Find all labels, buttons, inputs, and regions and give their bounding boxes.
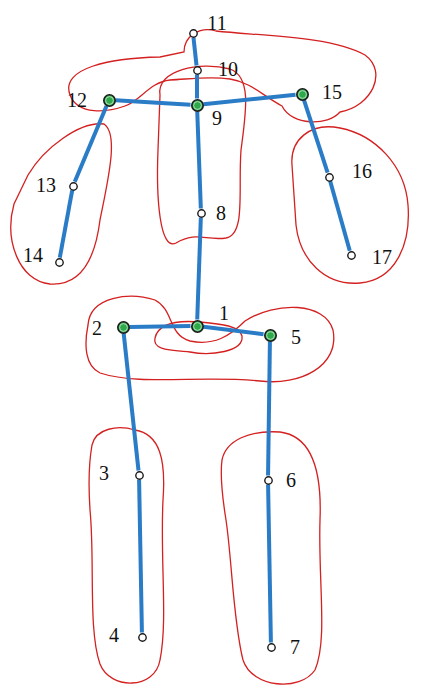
joint-marker	[267, 643, 276, 652]
key-joint: 12	[103, 94, 116, 107]
right-arm-region	[292, 127, 408, 283]
joint-marker	[197, 209, 206, 218]
joint-number: 17	[372, 247, 392, 267]
joint-marker	[189, 29, 198, 38]
bone-segment	[75, 106, 107, 182]
key-joint: 2	[117, 321, 130, 334]
bone-segment	[129, 324, 190, 329]
joint-marker	[264, 476, 273, 485]
key-joint: 5	[264, 329, 277, 342]
joint: 6	[264, 476, 273, 485]
joint-number: 16	[352, 161, 372, 181]
joint-marker	[191, 99, 204, 112]
head-shoulder-region	[69, 30, 376, 122]
joint-marker	[117, 321, 130, 334]
bone-segment	[60, 190, 72, 257]
joint: 8	[197, 209, 206, 218]
joint-marker	[347, 251, 356, 260]
joint-marker	[135, 471, 144, 480]
bone-segment	[304, 100, 328, 173]
joint: 4	[138, 633, 147, 642]
joint-marker	[69, 182, 78, 191]
joint-number: 11	[207, 13, 226, 33]
joint-number: 15	[322, 82, 342, 102]
joint-number: 7	[290, 637, 300, 657]
joint-marker	[193, 66, 202, 75]
key-joint: 9	[191, 99, 204, 112]
bone-segment	[197, 217, 201, 319]
joint: 13	[69, 182, 78, 191]
left-leg-region	[89, 428, 164, 683]
bone-segment	[193, 37, 196, 65]
joint: 14	[55, 258, 64, 267]
bone-segment	[195, 75, 199, 99]
joint: 3	[135, 471, 144, 480]
joint-marker	[325, 173, 334, 182]
joint-marker	[103, 94, 116, 107]
joint-marker	[264, 329, 277, 342]
key-joint: 15	[296, 88, 309, 101]
bone-segment	[330, 181, 350, 250]
joint-marker	[296, 88, 309, 101]
joint: 17	[347, 251, 356, 260]
joint-number: 1	[219, 303, 229, 323]
bone-segment	[268, 341, 270, 475]
bone-segment	[268, 484, 271, 642]
joint-number: 5	[291, 327, 301, 347]
joint-number: 13	[36, 175, 56, 195]
joint-marker	[191, 320, 204, 333]
bone-segment	[203, 327, 263, 334]
joint: 7	[267, 643, 276, 652]
joint-number: 9	[212, 108, 222, 128]
joint: 10	[193, 66, 202, 75]
joint-number: 8	[216, 203, 226, 223]
joint-number: 12	[67, 90, 87, 110]
joint-number: 4	[109, 625, 119, 645]
joint: 11	[189, 29, 198, 38]
joint-number: 3	[99, 463, 109, 483]
joint-number: 10	[218, 59, 238, 79]
left-arm-region	[11, 124, 112, 284]
right-leg-region	[221, 432, 322, 684]
key-joint: 1	[191, 320, 204, 333]
bone-segment	[197, 111, 201, 208]
joint-number: 6	[286, 470, 296, 490]
joint-marker	[55, 258, 64, 267]
joint: 16	[325, 173, 334, 182]
bone-segment	[139, 479, 142, 632]
joint-marker	[138, 633, 147, 642]
joint-number: 2	[92, 318, 102, 338]
bone-segment	[115, 100, 190, 104]
joint-number: 14	[23, 245, 43, 265]
bone-segment	[203, 95, 295, 105]
torso-region	[158, 66, 246, 244]
bone-segment	[124, 333, 139, 470]
